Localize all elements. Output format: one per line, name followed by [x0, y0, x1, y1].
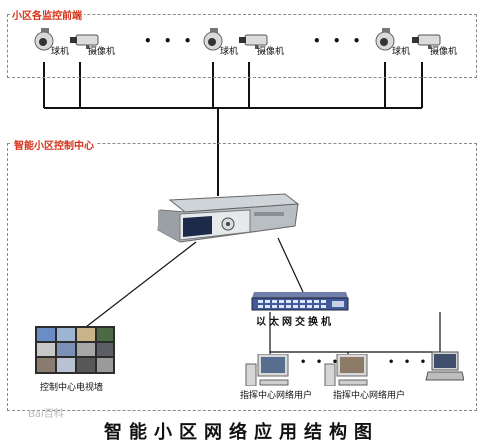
frontend-zone	[7, 14, 477, 78]
box-camera-icon	[412, 34, 441, 49]
dome-camera-label: 球机	[220, 47, 239, 57]
diagram-caption: 智能小区网络应用结构图	[104, 422, 379, 443]
camera-ellipsis: • • •	[313, 34, 365, 48]
dvr-server-icon	[157, 193, 300, 243]
user-ellipsis: • • •	[300, 357, 342, 368]
dome-camera-icon	[34, 28, 54, 51]
control-center-zone	[7, 143, 477, 411]
ethernet-switch-icon	[251, 292, 349, 311]
box-camera-icon	[70, 34, 99, 49]
box-camera-icon	[239, 34, 268, 49]
dome-camera-label: 球机	[51, 47, 70, 57]
box-camera-label: 摄像机	[257, 47, 285, 57]
video-wall-icon	[35, 326, 115, 374]
desktop-computer-icon	[245, 354, 289, 386]
box-camera-label: 摄像机	[88, 47, 116, 57]
watermark: Bai百科	[28, 409, 64, 420]
network-user-label: 指挥中心网络用户	[333, 391, 406, 401]
control-center-zone-title: 智能小区控制中心	[12, 137, 96, 152]
desktop-computer-icon	[324, 354, 368, 386]
user-ellipsis: • • •	[388, 357, 430, 368]
dome-camera-label: 球机	[392, 47, 411, 57]
ethernet-switch-label: 以太网交换机	[256, 317, 334, 328]
video-wall-label: 控制中心电视墙	[40, 383, 104, 393]
frontend-zone-title: 小区各监控前端	[10, 7, 84, 22]
network-user-label: 指挥中心网络用户	[240, 391, 313, 401]
dome-camera-icon	[375, 28, 395, 51]
camera-ellipsis: • • •	[144, 34, 196, 48]
box-camera-label: 摄像机	[430, 47, 458, 57]
dome-camera-icon	[203, 28, 223, 51]
laptop-icon	[425, 351, 464, 381]
